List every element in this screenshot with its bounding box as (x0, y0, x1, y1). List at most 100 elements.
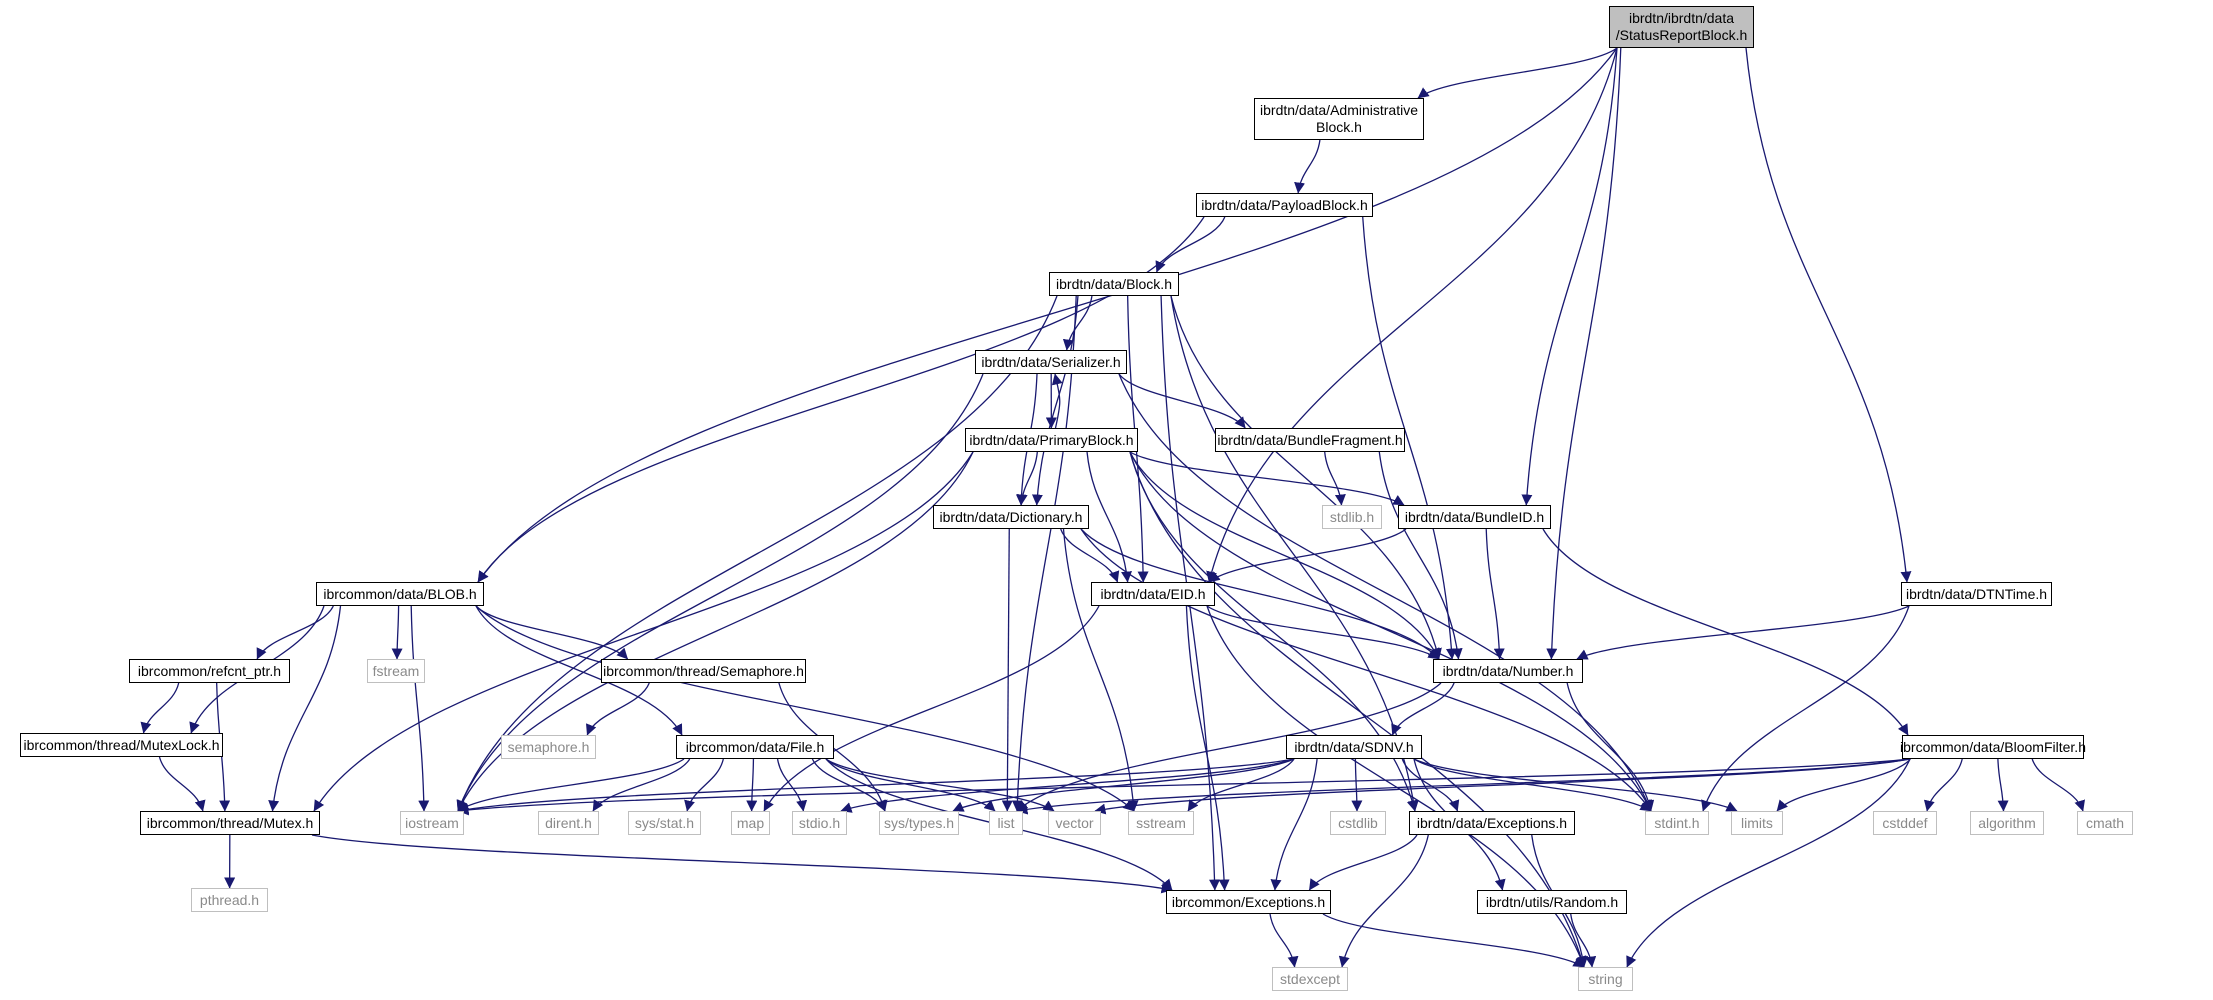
node-bloomfilter[interactable]: ibrcommon/data/BloomFilter.h (1900, 735, 2086, 759)
edge-file-to-vector (825, 758, 1055, 812)
node-stdlib-h[interactable]: stdlib.h (1322, 505, 1382, 529)
edge-bloom-to-string (1626, 758, 1911, 968)
edge-bloom-to-cmath (2031, 758, 2085, 812)
node-dictionary[interactable]: ibrdtn/data/Dictionary.h (933, 505, 1089, 529)
node-random[interactable]: ibrdtn/utils/Random.h (1477, 890, 1627, 914)
edge-sdnv-to-stdio (840, 758, 1295, 813)
edge-primary-to-bundleid (1129, 451, 1405, 506)
node-data-exceptions[interactable]: ibrdtn/data/Exceptions.h (1409, 811, 1575, 835)
edge-bundleid-to-number (1485, 528, 1505, 660)
edge-eid-to-map (763, 605, 1100, 812)
node-algorithm[interactable]: algorithm (1970, 811, 2044, 835)
node-semaphore-h[interactable]: semaphore.h (501, 735, 596, 759)
node-fstream[interactable]: fstream (367, 659, 425, 683)
edge-block-to-dexceptions (1170, 295, 1419, 812)
edge-payload-to-block (1155, 216, 1226, 273)
edge-blob-to-sstream (475, 605, 1135, 812)
edge-blob-to-iostream (410, 605, 430, 812)
edge-cexceptions-to-stdexcept (1269, 913, 1299, 968)
node-block[interactable]: ibrdtn/data/Block.h (1049, 272, 1179, 296)
edge-blob-to-refcnt (256, 605, 334, 660)
edge-eid-to-number (1206, 605, 1440, 660)
node-sys-types-h[interactable]: sys/types.h (879, 811, 959, 835)
node-payloadblock[interactable]: ibrdtn/data/PayloadBlock.h (1196, 193, 1373, 217)
edge-sdnv-to-cexceptions (1270, 758, 1318, 891)
node-number[interactable]: ibrdtn/data/Number.h (1433, 659, 1583, 683)
node-semaphore[interactable]: ibrcommon/thread/Semaphore.h (601, 659, 806, 683)
node-cstddef[interactable]: cstddef (1873, 811, 1937, 835)
node-bundleid[interactable]: ibrdtn/data/BundleID.h (1398, 505, 1551, 529)
edge-statusreport-to-bundleid (1521, 47, 1618, 506)
edge-dtntime-to-number (1576, 605, 1910, 660)
edge-block-to-serializer (1062, 295, 1093, 351)
edge-eid-to-cexceptions (1185, 605, 1230, 891)
node-pthread-h[interactable]: pthread.h (191, 888, 268, 912)
edge-serializer-to-iostream (456, 373, 984, 812)
edge-sdnv-to-iostream (457, 758, 1295, 815)
edge-bloom-to-iostream (457, 758, 1911, 816)
node-string[interactable]: string (1578, 967, 1633, 991)
node-vector[interactable]: vector (1048, 811, 1101, 835)
edge-administrative-to-payload (1294, 139, 1321, 194)
edge-block-to-iostream (456, 295, 1058, 812)
edge-primary-to-dictionary (1016, 451, 1038, 506)
node-stdexcept[interactable]: stdexcept (1272, 967, 1348, 991)
node-limits[interactable]: limits (1731, 811, 1783, 835)
edge-primary-to-number (1129, 451, 1440, 660)
edge-semaphore-to-semaphore_h (586, 682, 650, 736)
edge-bundleid-to-eid (1208, 528, 1407, 583)
edge-number-to-sdnv (1391, 682, 1455, 736)
node-ibrcommon-exceptions[interactable]: ibrcommon/Exceptions.h (1166, 890, 1331, 914)
node-cstdlib[interactable]: cstdlib (1330, 811, 1386, 835)
node-eid[interactable]: ibrdtn/data/EID.h (1091, 582, 1215, 606)
edge-file-to-sysstat (684, 758, 724, 812)
node-administrativeblock[interactable]: ibrdtn/data/Administrative Block.h (1254, 98, 1424, 140)
edge-file-to-list (825, 758, 996, 812)
node-stdio-h[interactable]: stdio.h (792, 811, 847, 835)
node-statusreportblock[interactable]: ibrdtn/ibrdtn/data /StatusReportBlock.h (1609, 6, 1754, 48)
edge-serializer-to-fragment (1118, 373, 1246, 429)
node-stdint-h[interactable]: stdint.h (1645, 811, 1709, 835)
node-blob[interactable]: ibrcommon/data/BLOB.h (316, 582, 484, 606)
node-iostream[interactable]: iostream (400, 811, 464, 835)
node-map[interactable]: map (731, 811, 770, 835)
edge-dexceptions-to-stdexcept (1338, 834, 1429, 968)
edge-primary-to-eid (1086, 451, 1133, 583)
edge-sdnv-to-systypes (952, 758, 1295, 812)
edge-sdnv-to-dexceptions (1401, 758, 1460, 812)
edge-sdnv-to-cstdlib (1351, 758, 1363, 812)
edge-number-to-list (1016, 682, 1442, 812)
edge-statusreport-to-blob (477, 47, 1618, 583)
node-mutex[interactable]: ibrcommon/thread/Mutex.h (140, 811, 320, 835)
edge-payload-to-number (1362, 216, 1457, 660)
node-serializer[interactable]: ibrdtn/data/Serializer.h (975, 350, 1127, 374)
edge-primary-to-serializer (1051, 373, 1063, 429)
node-list[interactable]: list (989, 811, 1023, 835)
edge-random-to-string (1570, 913, 1597, 968)
node-sdnv[interactable]: ibrdtn/data/SDNV.h (1286, 735, 1422, 759)
node-sys-stat-h[interactable]: sys/stat.h (628, 811, 701, 835)
edge-bloom-to-algorithm (1997, 758, 2009, 812)
edge-cexceptions-to-string (1322, 913, 1585, 968)
edge-file-to-systypes (811, 758, 886, 812)
edge-dictionary-to-number (1080, 528, 1440, 660)
node-dtntime[interactable]: ibrdtn/data/DTNTime.h (1901, 582, 2052, 606)
edge-bloom-to-limits (1776, 758, 1911, 812)
node-refcnt-ptr[interactable]: ibrcommon/refcnt_ptr.h (129, 659, 290, 683)
node-bundlefragment[interactable]: ibrdtn/data/BundleFragment.h (1215, 428, 1405, 452)
node-sstream[interactable]: sstream (1128, 811, 1194, 835)
edge-file-to-dirent (592, 758, 691, 812)
node-cmath[interactable]: cmath (2077, 811, 2133, 835)
node-file[interactable]: ibrcommon/data/File.h (676, 735, 834, 759)
edge-refcnt-to-mutexlock (140, 682, 180, 734)
edge-blob-to-file (475, 605, 683, 736)
edge-sdnv-to-sstream (1187, 758, 1295, 812)
node-dirent-h[interactable]: dirent.h (538, 811, 599, 835)
edge-bloom-to-vector (1094, 758, 1911, 815)
node-mutexlock[interactable]: ibrcommon/thread/MutexLock.h (20, 733, 223, 757)
edge-statusreport-to-administrative (1417, 47, 1618, 99)
node-primaryblock[interactable]: ibrdtn/data/PrimaryBlock.h (965, 428, 1138, 452)
edge-dexceptions-to-cexceptions (1308, 834, 1418, 891)
